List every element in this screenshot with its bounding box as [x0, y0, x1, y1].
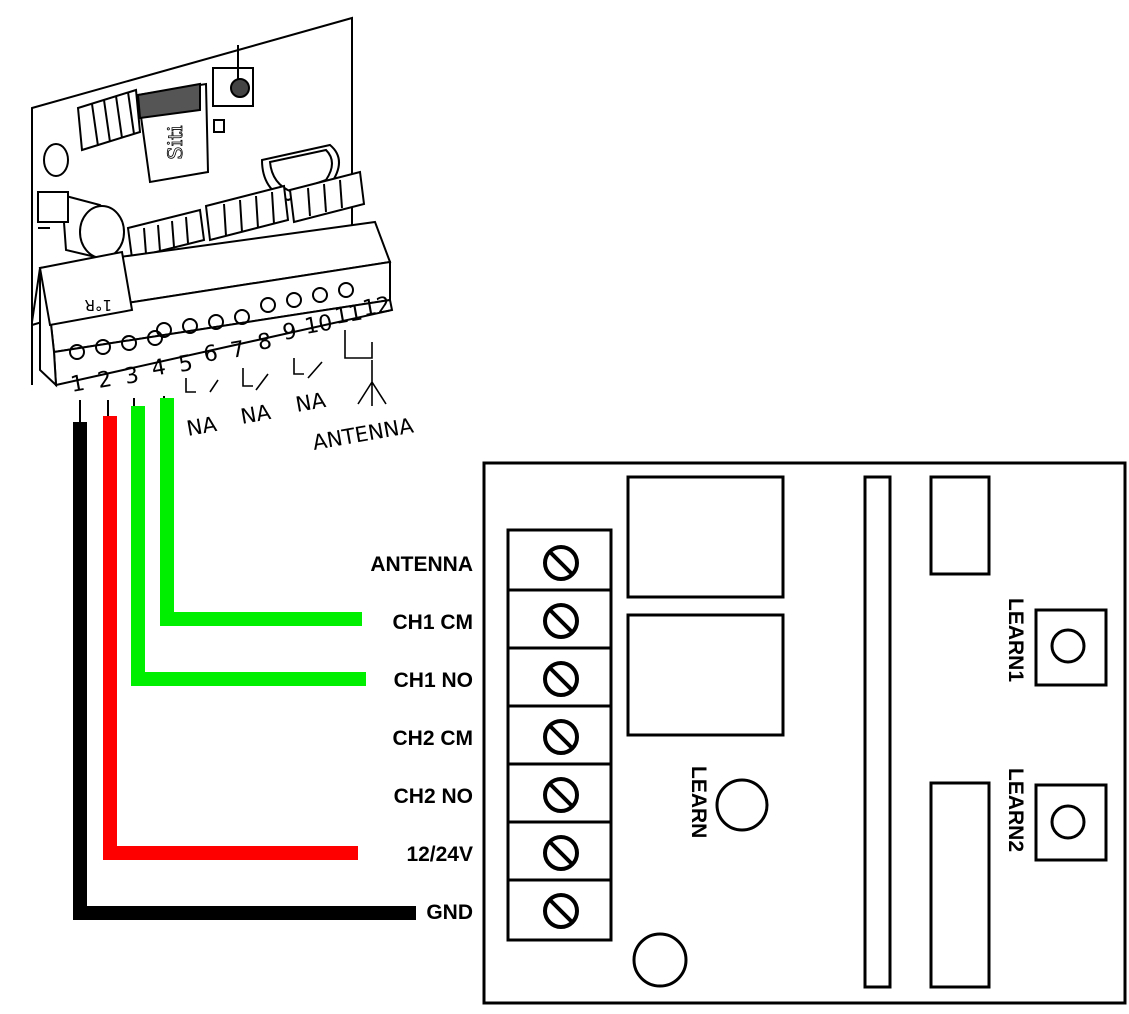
learn1-label: LEARN1 [1004, 598, 1027, 682]
connector-row [126, 170, 366, 260]
terminal-number-8: 8 [256, 329, 274, 356]
terminal-number-6: 6 [202, 341, 220, 368]
learn2-button[interactable] [1034, 783, 1108, 862]
terminal-number-3: 3 [123, 363, 141, 390]
antenna-label-left: ANTENNA [311, 413, 416, 454]
terminal-label-0: ANTENNA [370, 553, 473, 576]
learn-label: LEARN [687, 766, 710, 838]
terminal-label-1: CH1 CM [392, 611, 473, 634]
terminal-number-10: 10 [303, 310, 335, 339]
terminal-label-6: GND [426, 901, 473, 924]
screw-slot [547, 723, 575, 751]
relay [31, 250, 134, 327]
wire-gnd-black [73, 422, 416, 920]
terminal-number-11: 11 [333, 300, 365, 329]
terminal-label-4: CH2 NO [394, 785, 473, 808]
terminal-label-3: CH2 CM [392, 727, 473, 750]
mounting-hole [632, 932, 688, 988]
terminal-label-2: CH1 NO [394, 669, 473, 692]
pin-header [76, 88, 142, 152]
screw-slot [547, 607, 575, 635]
contact-label-3: NA [294, 388, 328, 417]
contact-label-1: NA [185, 412, 219, 441]
pin-strip [863, 475, 892, 989]
program-button [212, 45, 254, 107]
wire-ch1-cm-green [160, 398, 362, 626]
screw-slot [547, 897, 575, 925]
chip-label: Siti [163, 125, 187, 160]
wire-power-red [103, 416, 358, 860]
terminal-leads [79, 396, 165, 422]
learn2-label: LEARN2 [1004, 768, 1027, 852]
contact-label-2: NA [239, 400, 273, 429]
terminal-number-12: 12 [361, 292, 393, 321]
component-top-right [929, 475, 991, 576]
terminal-number-7: 7 [229, 337, 247, 364]
wire-ch1-no-green [131, 406, 366, 686]
relay-2 [626, 613, 785, 737]
relay-contacts [185, 330, 387, 406]
terminal-number-2: 2 [96, 367, 114, 394]
terminal-screws [69, 282, 354, 360]
learn1-button[interactable] [1034, 608, 1108, 687]
terminal-number-5: 5 [177, 351, 195, 378]
capacitor-large [60, 193, 125, 260]
wires [73, 398, 416, 920]
relay-label: 1°R [85, 296, 112, 314]
relay-1 [626, 475, 785, 599]
screw-slot [547, 665, 575, 693]
left-receiver-board [31, 16, 394, 406]
right-receiver-board [482, 461, 1127, 1005]
right-terminal-screws [543, 545, 579, 929]
right-terminal-block [506, 528, 613, 942]
screw-slot [547, 781, 575, 809]
screw-slot [547, 549, 575, 577]
terminal-label-5: 12/24V [406, 843, 473, 866]
capacitor-small [43, 143, 69, 177]
terminal-number-1: 1 [69, 371, 87, 398]
component-bottom-right [929, 781, 991, 989]
siti-chip [136, 82, 210, 184]
right-terminal-labels: ANTENNA CH1 CM CH1 NO CH2 CM CH2 NO 12/24V GND [370, 553, 473, 924]
terminal-number-9: 9 [281, 319, 299, 346]
screw-slot [547, 839, 575, 867]
learn-led [715, 778, 769, 832]
terminal-number-4: 4 [150, 355, 168, 382]
